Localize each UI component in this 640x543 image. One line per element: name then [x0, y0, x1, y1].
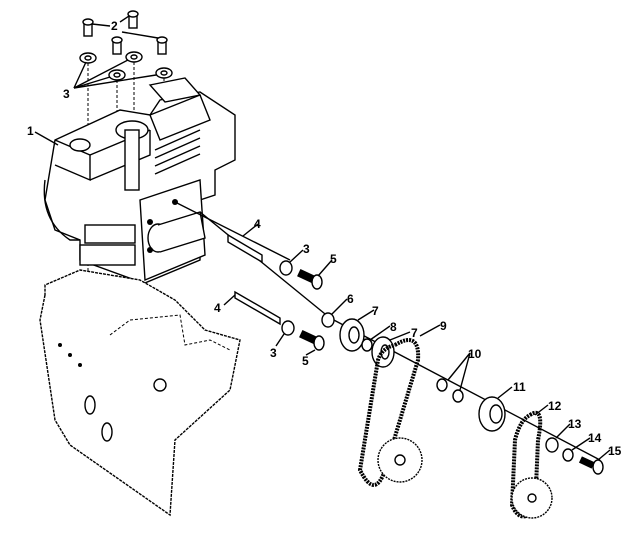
callout-5: 5 — [330, 252, 337, 266]
bolt-icon — [82, 10, 168, 55]
callout-4: 4 — [254, 217, 261, 231]
washer-icon — [79, 51, 173, 81]
callout-7: 7 — [411, 326, 418, 340]
callout-4: 4 — [214, 301, 221, 315]
callout-2: 2 — [111, 19, 118, 33]
bolt-icon — [578, 456, 604, 475]
callout-11: 11 — [513, 380, 526, 394]
belt-icon — [509, 410, 553, 519]
callout-13: 13 — [568, 417, 582, 431]
callout-15: 15 — [608, 444, 622, 458]
frame-panel-icon — [39, 269, 241, 517]
callout-12: 12 — [548, 399, 562, 413]
callout-14: 14 — [588, 431, 602, 445]
washer-icon — [545, 437, 574, 462]
callout-8: 8 — [390, 320, 397, 334]
washer-icon — [279, 260, 335, 336]
key-icon — [227, 233, 281, 326]
bolt-icon — [297, 268, 325, 351]
callout-3: 3 — [303, 242, 310, 256]
callout-9: 9 — [440, 319, 447, 333]
callout-10: 10 — [468, 347, 482, 361]
belt-icon — [357, 338, 423, 487]
callout-6: 6 — [347, 292, 354, 306]
callout-5: 5 — [302, 354, 309, 368]
engine-icon — [43, 77, 236, 286]
callout-3: 3 — [270, 346, 277, 360]
callout-3: 3 — [63, 87, 70, 101]
washer-icon — [436, 378, 464, 403]
callout-1: 1 — [27, 124, 34, 138]
callout-7: 7 — [372, 304, 379, 318]
